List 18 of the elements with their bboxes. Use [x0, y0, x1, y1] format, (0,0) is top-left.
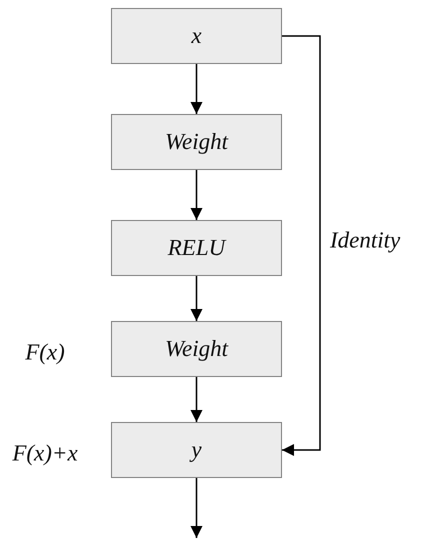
- arrow: [190, 377, 202, 422]
- box-label: Weight: [164, 129, 228, 155]
- process-box: [111, 114, 282, 170]
- box-label: x: [191, 23, 202, 49]
- process-box: [111, 321, 282, 377]
- arrow: [190, 170, 202, 220]
- arrow: [190, 276, 202, 321]
- node-annotation: F(x): [25, 339, 65, 365]
- arrow: [190, 478, 202, 538]
- node-annotation: F(x)+x: [12, 440, 78, 466]
- arrow: [282, 35, 321, 456]
- process-box: [111, 422, 282, 478]
- box-label: RELU: [168, 235, 226, 261]
- arrow: [190, 64, 202, 114]
- process-box: [111, 8, 282, 64]
- box-label: Weight: [164, 336, 228, 362]
- process-box: [111, 220, 282, 276]
- box-label: y: [191, 437, 202, 463]
